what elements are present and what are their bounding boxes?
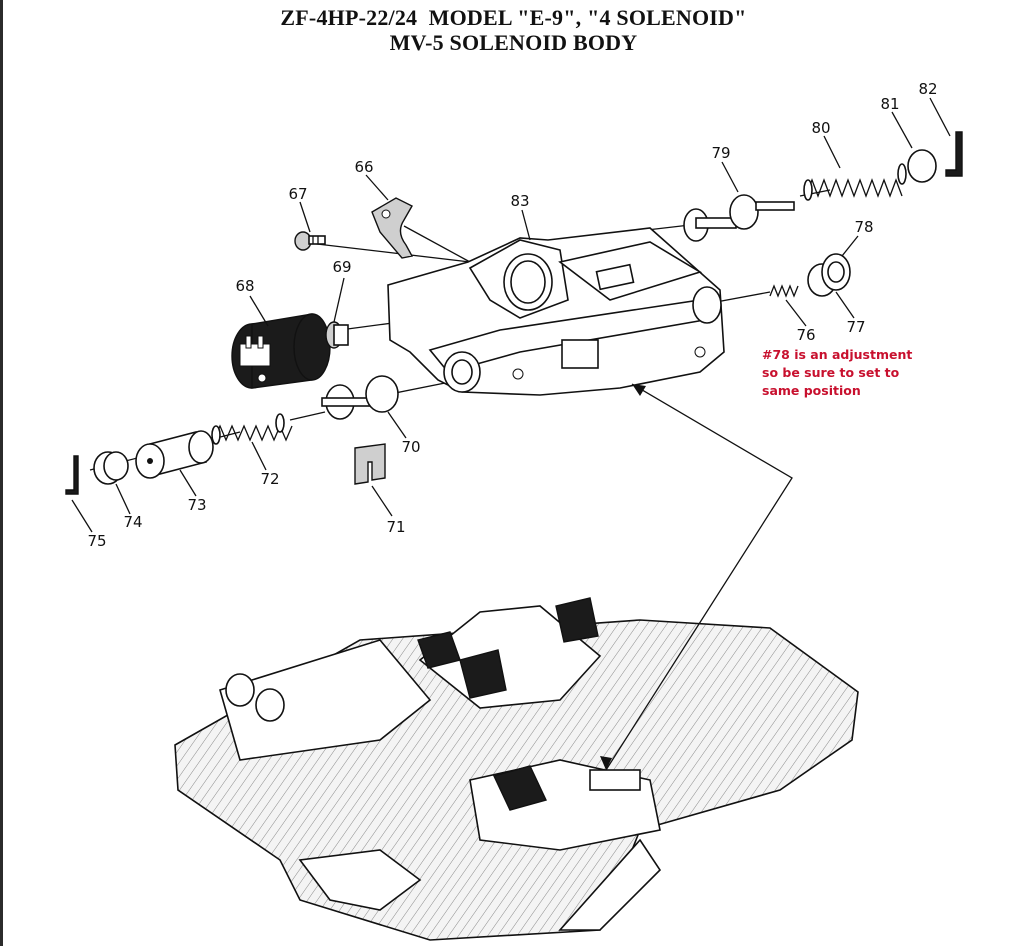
part-83-solenoid-body (387, 227, 725, 396)
callout-66: 66 (354, 158, 373, 176)
callout-76: 76 (796, 326, 815, 344)
callout-78: 78 (854, 218, 873, 236)
part-71-retaining-clip (354, 443, 386, 485)
callout-80: 80 (811, 119, 830, 137)
part-72-spring (211, 413, 293, 445)
callout-69: 69 (332, 258, 351, 276)
callout-71: 71 (386, 518, 405, 536)
part-76-spring (769, 284, 799, 298)
diagram-subtitle: MV-5 SOLENOID BODY (389, 30, 638, 55)
callout-83: 83 (510, 192, 529, 210)
part-77-78-adjuster (807, 253, 851, 297)
part-75-retainer (65, 455, 79, 495)
part-66-retainer-clip (371, 197, 414, 259)
callout-leaders (71, 97, 951, 533)
adjustment-note-line-3: same position (762, 383, 861, 398)
part-79-valve (683, 194, 795, 242)
part-73-sleeve (135, 430, 214, 479)
callout-75: 75 (87, 532, 106, 550)
part-81-plug (907, 149, 937, 183)
callout-70: 70 (401, 438, 420, 456)
callout-73: 73 (187, 496, 206, 514)
callout-81: 81 (880, 95, 899, 113)
adjustment-note-line-2: so be sure to set to (762, 365, 900, 380)
page-left-border (0, 0, 3, 946)
callout-82: 82 (918, 80, 937, 98)
part-74-plug (93, 451, 129, 485)
leader-arrow (600, 383, 793, 771)
callout-74: 74 (123, 513, 142, 531)
diagram-title: ZF-4HP-22/24 MODEL "E-9", "4 SOLENOID" (280, 5, 747, 30)
part-80-spring (803, 163, 907, 201)
part-69-solenoid-tip (325, 321, 349, 349)
adjustment-note-line-1: #78 is an adjustment (762, 347, 913, 362)
callout-68: 68 (235, 277, 254, 295)
callout-77: 77 (846, 318, 865, 336)
part-67-screw (294, 231, 326, 251)
part-68-solenoid (231, 313, 331, 389)
callout-79: 79 (711, 144, 730, 162)
assembled-valve-body (174, 597, 859, 941)
callout-72: 72 (260, 470, 279, 488)
part-82-retainer (945, 131, 963, 177)
part-70-valve (289, 375, 399, 421)
callout-67: 67 (288, 185, 307, 203)
